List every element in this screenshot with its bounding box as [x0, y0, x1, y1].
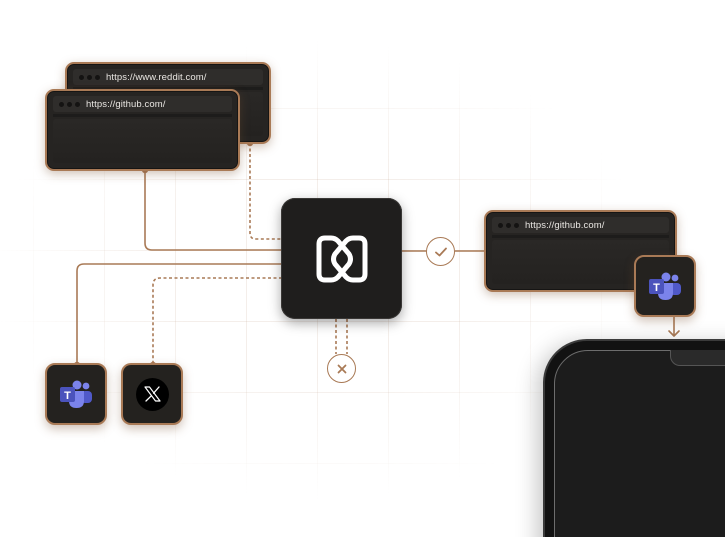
toolbar-divider: [492, 235, 669, 238]
teams-letter: T: [64, 390, 71, 402]
interlock-logo-icon: [316, 235, 367, 282]
x-logo-icon: [135, 377, 169, 411]
microsoft-teams-icon: T: [60, 380, 92, 408]
window-controls: [498, 222, 519, 228]
toolbar-divider: [53, 114, 232, 117]
phone-notch: [670, 350, 725, 366]
blocked-status: [327, 354, 356, 383]
window-controls: [79, 74, 100, 80]
teams-letter: T: [653, 282, 660, 294]
microsoft-teams-icon: T: [649, 272, 681, 300]
teams-app-tile-right[interactable]: T: [634, 255, 696, 317]
teams-app-tile[interactable]: T: [45, 363, 107, 425]
window-controls: [59, 101, 80, 107]
x-app-tile[interactable]: [121, 363, 183, 425]
allowed-status: [426, 237, 455, 266]
address-bar[interactable]: https://www.reddit.com/: [73, 69, 263, 85]
close-icon: [337, 364, 346, 373]
phone-screen: [554, 350, 725, 537]
url-text: https://github.com/: [525, 219, 605, 231]
check-icon: [434, 247, 447, 256]
page-content: [53, 119, 232, 163]
hub-node[interactable]: [281, 198, 402, 319]
address-bar[interactable]: https://github.com/: [53, 96, 232, 112]
toolbar-divider: [73, 87, 263, 90]
browser-window-github[interactable]: https://github.com/: [45, 89, 240, 171]
url-text: https://github.com/: [86, 98, 166, 110]
phone-device: [543, 339, 725, 537]
address-bar[interactable]: https://github.com/: [492, 217, 669, 233]
url-text: https://www.reddit.com/: [106, 71, 207, 83]
